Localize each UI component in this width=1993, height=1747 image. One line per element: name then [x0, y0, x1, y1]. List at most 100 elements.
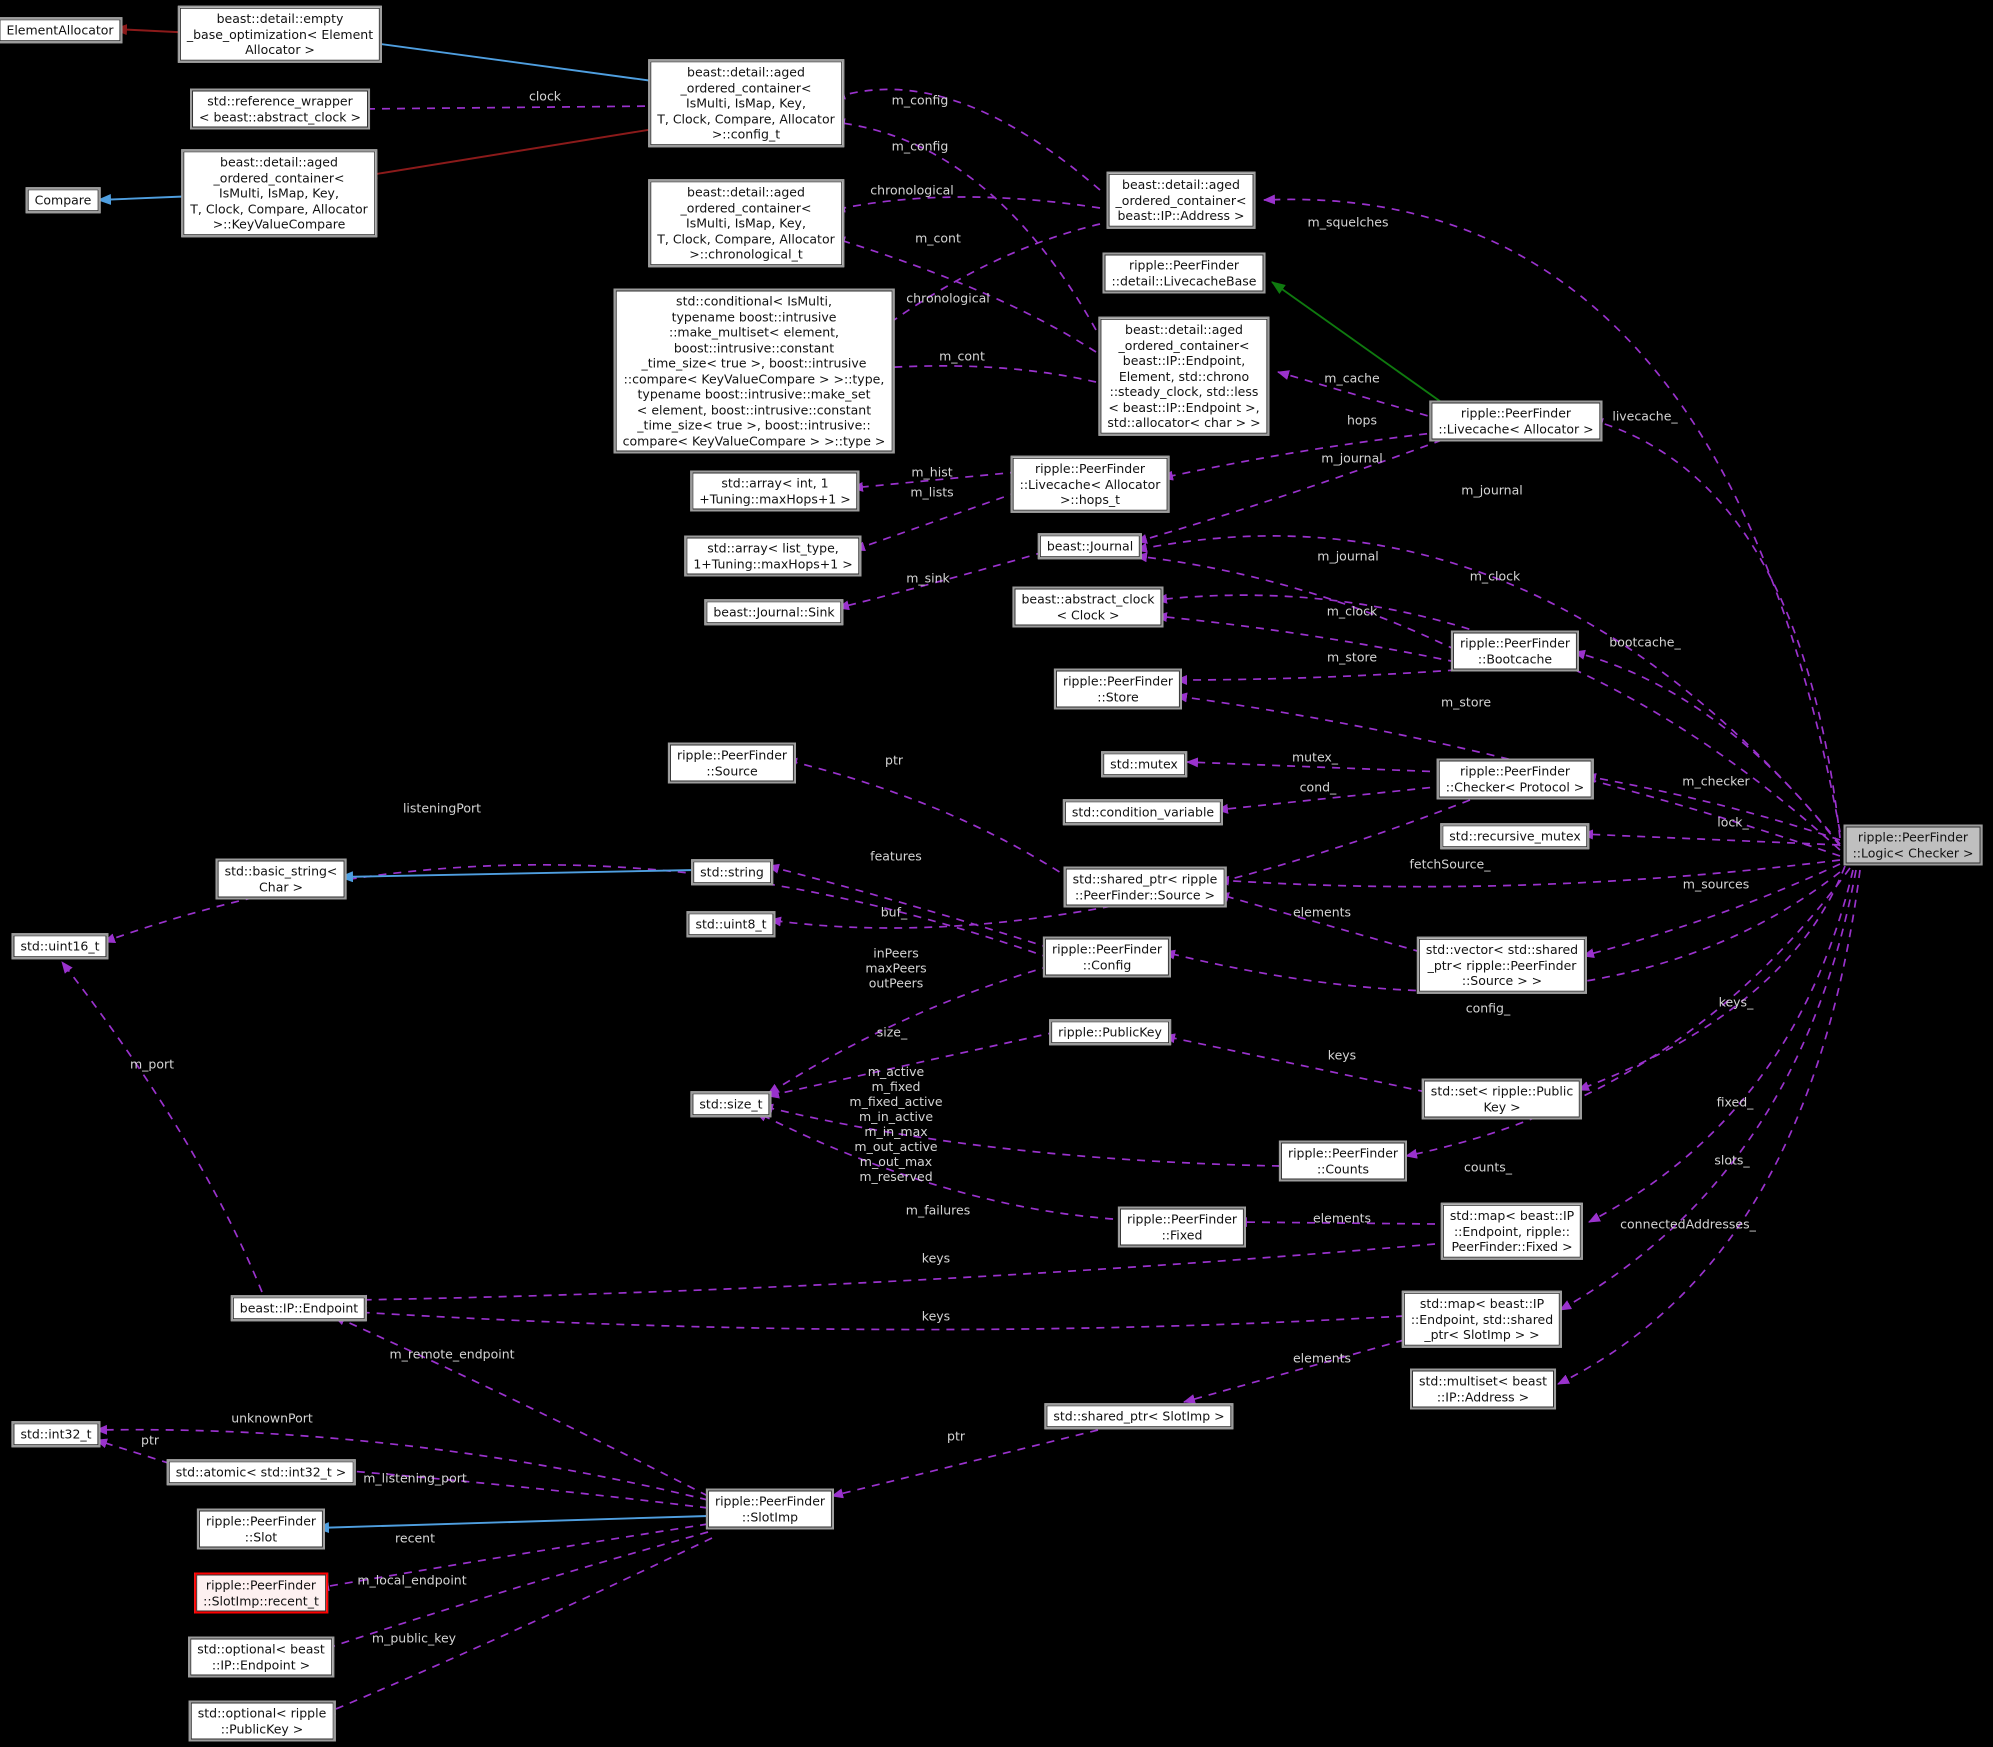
- edge-counts--43: [1405, 867, 1851, 1159]
- node-mutex[interactable]: std::mutex: [1101, 751, 1187, 777]
- edge-label-listeningPort: listeningPort: [402, 800, 482, 816]
- edge-label-m-cont: m_cont: [915, 230, 961, 246]
- edge-label-keys: keys: [921, 1308, 951, 1324]
- edge-label-livecache-: livecache_: [1612, 408, 1678, 424]
- edge-label-unknownPort: unknownPort: [231, 1410, 313, 1426]
- node-publickey[interactable]: ripple::PublicKey: [1049, 1019, 1171, 1045]
- edge-keys-47: [355, 1243, 1436, 1305]
- node-source[interactable]: ripple::PeerFinder ::Source: [667, 742, 797, 784]
- edge-keys-48: [355, 1307, 1405, 1331]
- edge-connectedAddresses--51: [1557, 869, 1861, 1385]
- node-recursive-mutex[interactable]: std::recursive_mutex: [1440, 823, 1590, 849]
- edge-priv-3: [363, 127, 661, 180]
- edge-label-m-journal: m_journal: [1461, 482, 1523, 498]
- node-logic[interactable]: ripple::PeerFinder ::Logic< Checker >: [1843, 824, 1983, 866]
- node-livecache[interactable]: ripple::PeerFinder ::Livecache< Allocato…: [1429, 400, 1603, 442]
- node-condition-variable[interactable]: std::condition_variable: [1062, 799, 1224, 825]
- edge-label-ptr: ptr: [141, 1432, 159, 1448]
- node-map-endpoint-fixed[interactable]: std::map< beast::IP ::Endpoint, ripple::…: [1440, 1202, 1584, 1260]
- node-hops-t[interactable]: ripple::PeerFinder ::Livecache< Allocato…: [1010, 455, 1170, 513]
- node-slot[interactable]: ripple::PeerFinder ::Slot: [196, 1508, 326, 1550]
- edge-label-m-journal: m_journal: [1317, 548, 1379, 564]
- edge-label-m-cache: m_cache: [1324, 370, 1380, 386]
- node-uint16-t[interactable]: std::uint16_t: [11, 933, 109, 959]
- node-atomic-int32[interactable]: std::atomic< std::int32_t >: [166, 1459, 356, 1485]
- node-map-endpoint-slotimp[interactable]: std::map< beast::IP ::Endpoint, std::sha…: [1401, 1290, 1563, 1348]
- node-compare[interactable]: Compare: [25, 187, 101, 213]
- edge-unknownPort-57: [95, 1424, 709, 1501]
- node-optional-publickey[interactable]: std::optional< ripple ::PublicKey >: [188, 1700, 336, 1742]
- node-config[interactable]: ripple::PeerFinder ::Config: [1042, 936, 1172, 978]
- edge-label-fixed-: fixed_: [1716, 1094, 1754, 1110]
- node-aged-container-address[interactable]: beast::detail::aged _ordered_container< …: [1106, 171, 1256, 229]
- edge-m-cache-13: [1277, 370, 1443, 421]
- edge-m-journal-15: [1135, 439, 1443, 544]
- node-shared-ptr-source[interactable]: std::shared_ptr< ripple ::PeerFinder::So…: [1063, 866, 1227, 908]
- edge-m-local-endpoint-62: [321, 1531, 709, 1652]
- edge-m-store-25: [1175, 692, 1841, 857]
- edge-label-m-active: m_active m_fixed m_fixed_active m_in_act…: [849, 1064, 943, 1184]
- node-multiset-address[interactable]: std::multiset< beast ::IP::Address >: [1410, 1368, 1556, 1410]
- edge-label-counts-: counts_: [1463, 1159, 1513, 1175]
- node-slotimp[interactable]: ripple::PeerFinder ::SlotImp: [705, 1488, 835, 1530]
- node-livecachebase[interactable]: ripple::PeerFinder ::detail::LivecacheBa…: [1102, 252, 1266, 294]
- edge-elements-45: [1235, 1217, 1436, 1228]
- node-journal-sink[interactable]: beast::Journal::Sink: [704, 599, 844, 625]
- edge-m-journal-21: [1135, 552, 1457, 651]
- edge-pub-60: [315, 1515, 709, 1534]
- node-element-allocator[interactable]: ElementAllocator: [0, 17, 123, 43]
- edge-label-keys: keys: [1327, 1047, 1357, 1063]
- node-chronological-t[interactable]: beast::detail::aged _ordered_container< …: [648, 179, 844, 267]
- node-uint8-t[interactable]: std::uint8_t: [686, 911, 776, 937]
- node-aged-container-endpoint[interactable]: beast::detail::aged _ordered_container< …: [1098, 316, 1270, 436]
- node-size-t[interactable]: std::size_t: [690, 1091, 772, 1117]
- edge-label-keys: keys: [921, 1250, 951, 1266]
- edge-label-lock-: lock_: [1717, 814, 1749, 830]
- node-shared-ptr-slotimp[interactable]: std::shared_ptr< SlotImp >: [1044, 1403, 1234, 1429]
- node-ip-endpoint[interactable]: beast::IP::Endpoint: [230, 1295, 368, 1321]
- edge-chronological-8: [833, 236, 1097, 353]
- node-journal[interactable]: beast::Journal: [1037, 533, 1143, 559]
- node-recent-t[interactable]: ripple::PeerFinder ::SlotImp::recent_t: [194, 1572, 328, 1614]
- edge-m-cont-9: [879, 223, 1101, 331]
- node-keyvaluecompare[interactable]: beast::detail::aged _ordered_container< …: [181, 149, 377, 237]
- edge-lock--30: [1581, 829, 1841, 846]
- node-conditional[interactable]: std::conditional< IsMulti, typename boos…: [613, 288, 895, 454]
- node-store[interactable]: ripple::PeerFinder ::Store: [1053, 668, 1183, 710]
- node-checker[interactable]: ripple::PeerFinder ::Checker< Protocol >: [1436, 758, 1594, 800]
- edge-m-remote-endpoint-53: [333, 1315, 709, 1497]
- node-fixed[interactable]: ripple::PeerFinder ::Fixed: [1117, 1206, 1247, 1248]
- node-config-t[interactable]: beast::detail::aged _ordered_container< …: [648, 59, 844, 147]
- node-counts[interactable]: ripple::PeerFinder ::Counts: [1278, 1140, 1408, 1182]
- edge-ptr-52: [831, 1429, 1099, 1499]
- node-array-int[interactable]: std::array< int, 1 +Tuning::maxHops+1 >: [690, 470, 860, 512]
- node-reference-wrapper[interactable]: std::reference_wrapper < beast::abstract…: [190, 88, 370, 130]
- node-empty-base-optimization[interactable]: beast::detail::empty _base_optimization<…: [177, 5, 383, 63]
- node-set-publickey[interactable]: std::set< ripple::Public Key >: [1421, 1078, 1583, 1120]
- node-basic-string[interactable]: std::basic_string< Char >: [215, 858, 347, 900]
- node-vector-shared-ptr-source[interactable]: std::vector< std::shared _ptr< ripple::P…: [1416, 936, 1588, 994]
- edge-m-store-24: [1175, 669, 1457, 685]
- node-string[interactable]: std::string: [691, 859, 773, 885]
- edge-label-fetchSource-: fetchSource_: [1409, 856, 1491, 872]
- node-array-list-type[interactable]: std::array< list_type, 1+Tuning::maxHops…: [684, 535, 862, 577]
- node-abstract-clock[interactable]: beast::abstract_clock < Clock >: [1012, 586, 1164, 628]
- edge-fetchSource--31: [1217, 859, 1841, 888]
- edge-features-36: [767, 863, 1051, 949]
- edge-label-bootcache-: bootcache_: [1609, 634, 1681, 650]
- edge-m-listening-port-59: [337, 1465, 709, 1509]
- edge-label-m-store: m_store: [1440, 694, 1492, 710]
- node-bootcache[interactable]: ripple::PeerFinder ::Bootcache: [1450, 630, 1580, 672]
- edge-mutex--27: [1186, 757, 1446, 773]
- edge-label-buf-: buf_: [880, 904, 908, 920]
- edge-m-hist-16: [851, 471, 1019, 492]
- edge-label-m-lists: m_lists: [910, 484, 954, 500]
- node-int32-t[interactable]: std::int32_t: [11, 1421, 101, 1447]
- edge-elements-33: [1217, 892, 1422, 953]
- node-optional-endpoint[interactable]: std::optional< beast ::IP::Endpoint >: [188, 1636, 334, 1678]
- edge-elements-50: [1183, 1339, 1405, 1404]
- edge-fixed--46: [1588, 869, 1854, 1223]
- edge-m-lists-17: [853, 491, 1019, 552]
- edge-label-m-sources: m_sources: [1682, 876, 1750, 892]
- edge-label-keys-: keys_: [1718, 994, 1754, 1010]
